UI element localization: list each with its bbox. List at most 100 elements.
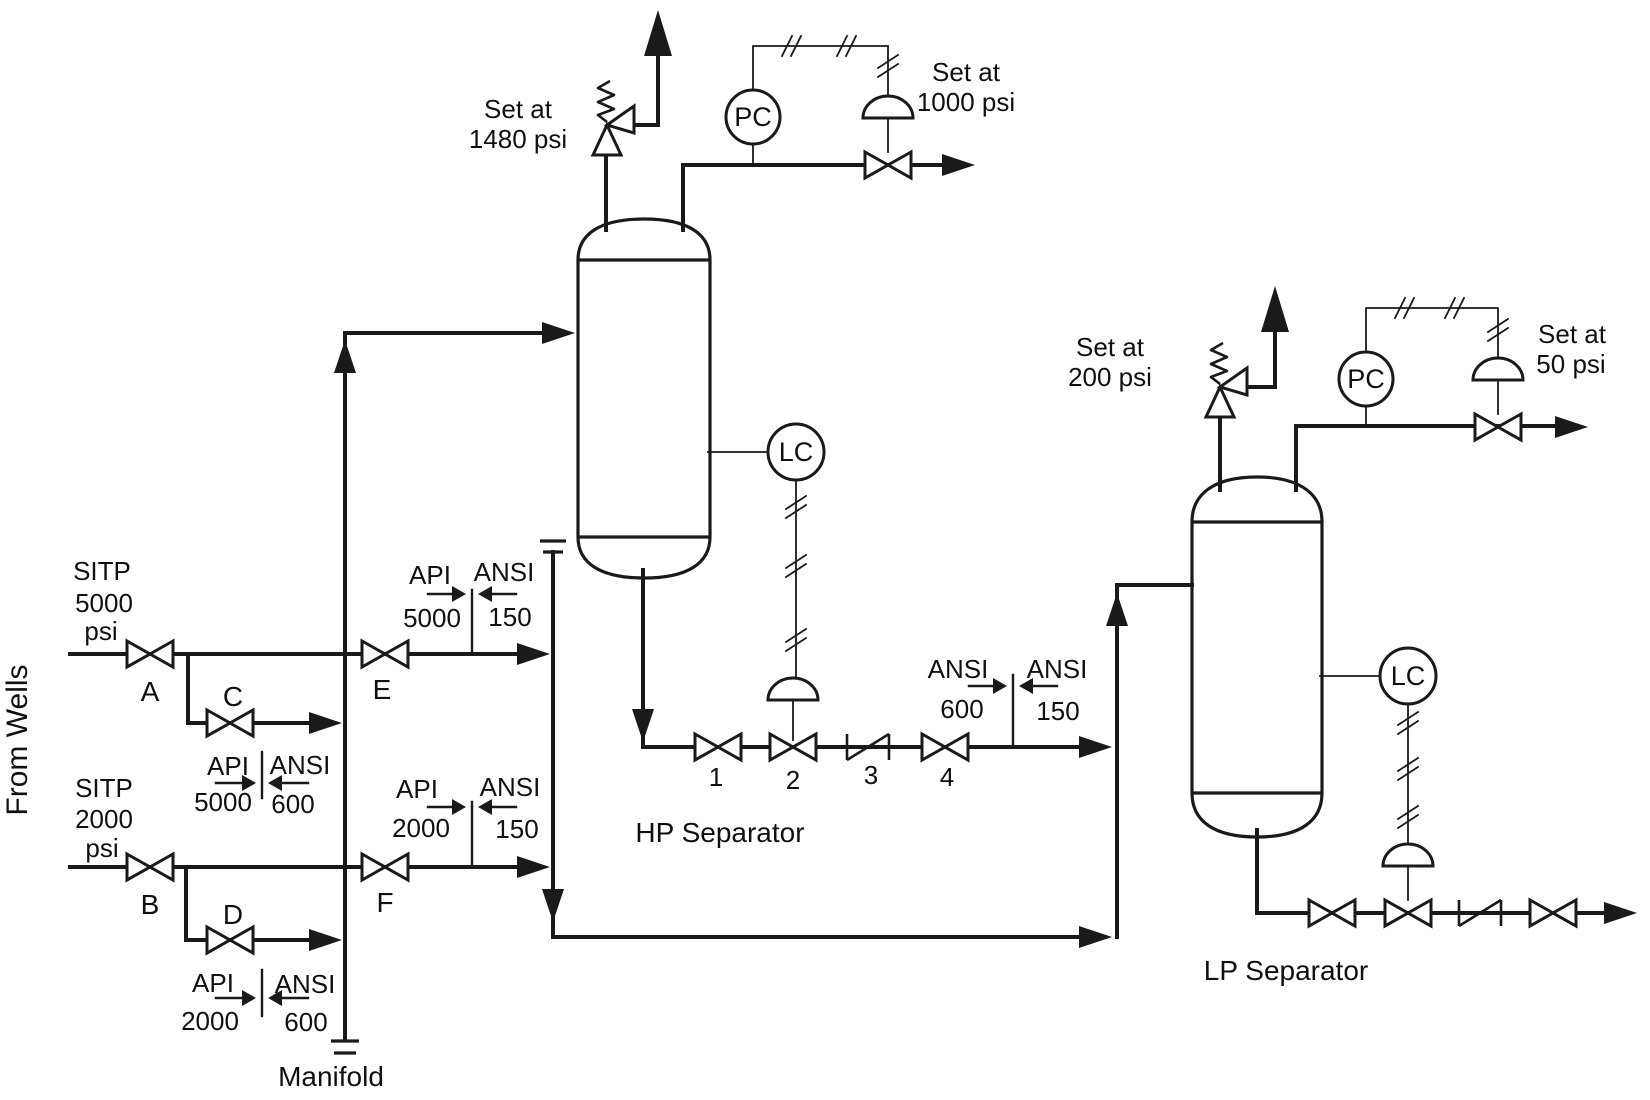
block-valve-icon	[1307, 898, 1357, 928]
valve-a-label: A	[141, 676, 160, 707]
sitp-line: SITP	[75, 773, 133, 803]
block-valve-icon	[1528, 898, 1578, 928]
spec-arrow-icon	[452, 586, 466, 602]
valve-f-label: F	[376, 887, 393, 918]
spec-from-class: 2000	[181, 1006, 239, 1036]
sitp-line: 5000	[75, 588, 133, 618]
from-wells-label: From Wells	[1, 664, 34, 815]
valve-a-icon	[125, 639, 175, 669]
spec-to-std: ANSI	[1027, 654, 1088, 684]
header-pipe	[551, 550, 1107, 939]
gas-out-arrow-icon	[1555, 416, 1588, 438]
manifold-line	[331, 331, 547, 1055]
pressure-controller-icon	[724, 88, 782, 146]
well-line-2000	[68, 865, 522, 942]
actuator-dome-icon	[861, 94, 915, 120]
spec-to-std: ANSI	[480, 772, 541, 802]
spec-arrow-icon	[478, 586, 492, 602]
pc-signal-line	[752, 45, 889, 97]
lp-psv-setpoint-label: Set at 200 psi	[1068, 332, 1152, 392]
flow-right-arrow-icon	[1604, 902, 1637, 924]
spec-to-class: 150	[495, 814, 538, 844]
valve-d-label: D	[223, 899, 243, 930]
spec-from-class: 2000	[392, 813, 450, 843]
lc-tag: LC	[779, 437, 814, 467]
lp-level-control-loop: LC	[1319, 646, 1438, 901]
vessel-top-head	[1190, 475, 1324, 523]
lp-separator-label: LP Separator	[1204, 955, 1369, 986]
flow-down-arrow-icon	[632, 709, 654, 742]
set-at-line: Set at	[1538, 319, 1607, 349]
spec-break-c: API ANSI 5000 600	[194, 750, 330, 819]
psv-outlet-pipe	[1245, 330, 1277, 389]
control-valve-icon	[1473, 412, 1523, 442]
spec-to-class: 150	[488, 602, 531, 632]
spec-break-f: API ANSI 2000 150	[392, 772, 541, 867]
set-at-line: Set at	[1076, 332, 1145, 362]
relief-valve-icon	[1204, 341, 1249, 419]
spec-break-d: API ANSI 2000 600	[181, 968, 335, 1037]
spec-arrow-icon	[242, 990, 256, 1006]
sitp-line: psi	[85, 833, 118, 863]
set-at-line: Set at	[484, 94, 553, 124]
spec-to-std: ANSI	[474, 557, 535, 587]
valve-b-icon	[125, 852, 175, 882]
valve-d-icon	[205, 925, 255, 955]
spec-from-std: API	[409, 560, 451, 590]
spec-from-class: 5000	[194, 787, 252, 817]
valve-3-label: 3	[864, 760, 878, 790]
manifold-label: Manifold	[278, 1061, 384, 1092]
vent-arrow-icon	[644, 10, 672, 56]
flow-right-arrow-icon	[309, 929, 342, 951]
spec-break-hp-liquid: ANSI ANSI 600 150	[928, 654, 1088, 747]
lp-gas-line: PC	[1294, 297, 1588, 492]
riser-pipe	[1115, 583, 1194, 939]
liquid-pipe	[641, 568, 1082, 749]
sitp-line: 2000	[75, 804, 133, 834]
spec-arrow-icon	[993, 678, 1007, 694]
spec-to-std: ANSI	[275, 969, 336, 999]
lp-pc-setpoint-label: Set at 50 psi	[1536, 319, 1606, 379]
vessel-top-head	[576, 217, 712, 261]
sitp-2000-label: SITP 2000 psi	[75, 773, 133, 863]
spec-from-class: 5000	[403, 603, 461, 633]
control-valve-icon	[863, 150, 913, 180]
flow-down-arrow-icon	[542, 889, 564, 922]
gas-out-arrow-icon	[942, 154, 975, 176]
flow-right-arrow-icon	[1079, 926, 1112, 948]
pc-signal-line	[1365, 307, 1499, 358]
flow-up-arrow-icon	[1106, 593, 1128, 626]
flow-right-arrow-icon	[517, 643, 550, 665]
valve-1-label: 1	[709, 762, 723, 792]
vessel-shell	[1190, 520, 1324, 795]
valve-e-label: E	[373, 674, 392, 705]
flow-up-arrow-icon	[334, 340, 356, 373]
vent-arrow-icon	[1261, 286, 1289, 332]
lc-tag: LC	[1391, 661, 1426, 691]
valve-f-icon	[360, 852, 410, 882]
hp-relief-valve	[591, 10, 672, 232]
spec-break-e: API ANSI 5000 150	[403, 557, 535, 654]
hp-gas-line: PC	[681, 35, 975, 232]
psv-outlet-pipe	[632, 54, 660, 127]
actuator-dome-icon	[766, 676, 820, 702]
hp-psv-setpoint-label: Set at 1480 psi	[469, 94, 567, 154]
set-at-line: 200 psi	[1068, 362, 1152, 392]
flow-right-arrow-icon	[1079, 736, 1112, 758]
spec-arrow-icon	[452, 799, 466, 815]
well-line-5000	[68, 652, 522, 725]
flow-right-arrow-icon	[309, 712, 342, 734]
sitp-line: SITP	[73, 556, 131, 586]
actuator-dome-icon	[1381, 842, 1435, 868]
spec-to-class: 600	[284, 1007, 327, 1037]
spec-from-std: API	[192, 968, 234, 998]
hp-inlet-arrow-icon	[542, 322, 575, 344]
valve-2-label: 2	[786, 765, 800, 795]
spec-to-class: 150	[1036, 696, 1079, 726]
set-at-line: Set at	[932, 57, 1001, 87]
hp-separator-vessel	[576, 217, 712, 580]
flow-right-arrow-icon	[517, 856, 550, 878]
manifold-cap-icon	[331, 1039, 359, 1055]
